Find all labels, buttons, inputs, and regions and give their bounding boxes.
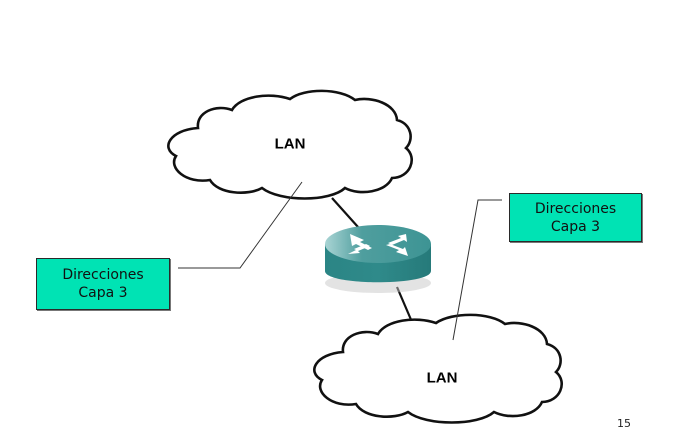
callout-left-line1: Direcciones — [62, 267, 144, 283]
callout-right-box: Direcciones Capa 3 — [509, 193, 642, 242]
callout-right-line1: Direcciones — [534, 200, 617, 217]
link-router-bottom-lan — [395, 286, 414, 323]
router-icon — [325, 225, 431, 293]
callout-right-line2: Capa 3 — [550, 218, 601, 235]
callout-left-box: Direcciones Capa 3 — [36, 258, 170, 310]
callout-left-leader — [178, 181, 303, 269]
callout-left-line2: Capa 3 — [78, 285, 128, 301]
link-top-lan-router — [331, 197, 359, 228]
lan-top-label: LAN — [274, 135, 306, 153]
lan-cloud-top — [167, 89, 413, 200]
callout-right-leader — [452, 199, 502, 341]
lan-cloud-bottom — [313, 313, 563, 424]
lan-bottom-label: LAN — [426, 369, 458, 387]
page-number: 15 — [617, 417, 631, 430]
